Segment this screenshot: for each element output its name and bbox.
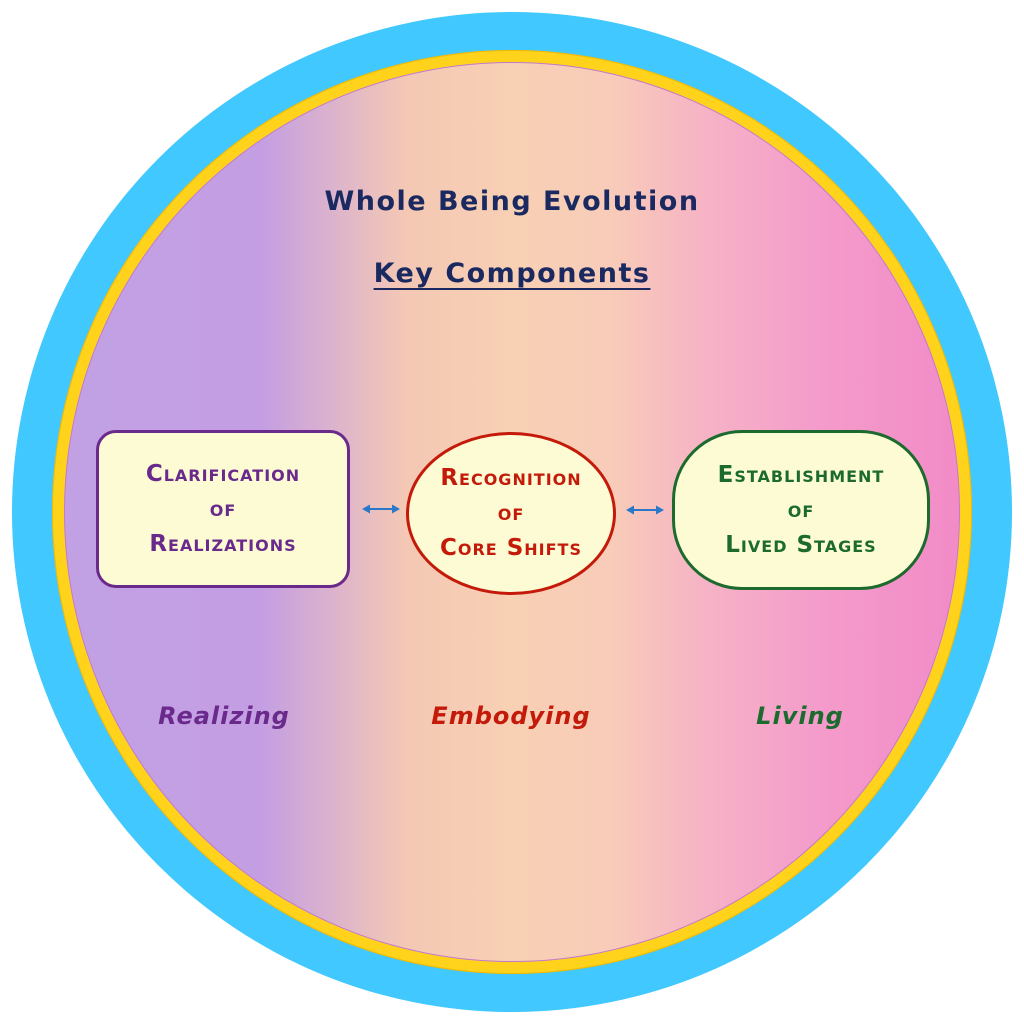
component-line: Recognition — [440, 465, 582, 491]
diagram-title: Whole Being Evolution — [324, 186, 700, 217]
diagram-subtitle: Key Components — [0, 258, 1024, 289]
component-line: of — [497, 500, 525, 526]
component-line: Clarification — [145, 460, 301, 487]
stage-label-embodying: Embodying — [431, 702, 591, 730]
left-right-arrow-icon — [626, 505, 664, 515]
stage-label-realizing: Realizing — [158, 702, 290, 730]
component-label-establishment: Establishment of Lived Stages — [718, 458, 885, 563]
diagram-subtitle-text: Key Components — [373, 258, 651, 289]
component-line: Core Shifts — [439, 535, 582, 561]
component-line: Realizations — [149, 530, 297, 557]
component-label-clarification: Clarification of Realizations — [146, 457, 300, 562]
component-box-establishment: Establishment of Lived Stages — [672, 430, 930, 590]
component-label-recognition: Recognition of Core Shifts — [440, 461, 582, 566]
component-line: Lived Stages — [725, 531, 877, 558]
left-right-arrow-icon — [362, 504, 400, 514]
component-line: of — [209, 495, 237, 522]
component-box-recognition: Recognition of Core Shifts — [406, 432, 616, 595]
component-box-clarification: Clarification of Realizations — [96, 430, 350, 588]
component-line: of — [787, 496, 815, 523]
stage-label-living: Living — [756, 702, 844, 730]
component-line: Establishment — [717, 461, 885, 488]
